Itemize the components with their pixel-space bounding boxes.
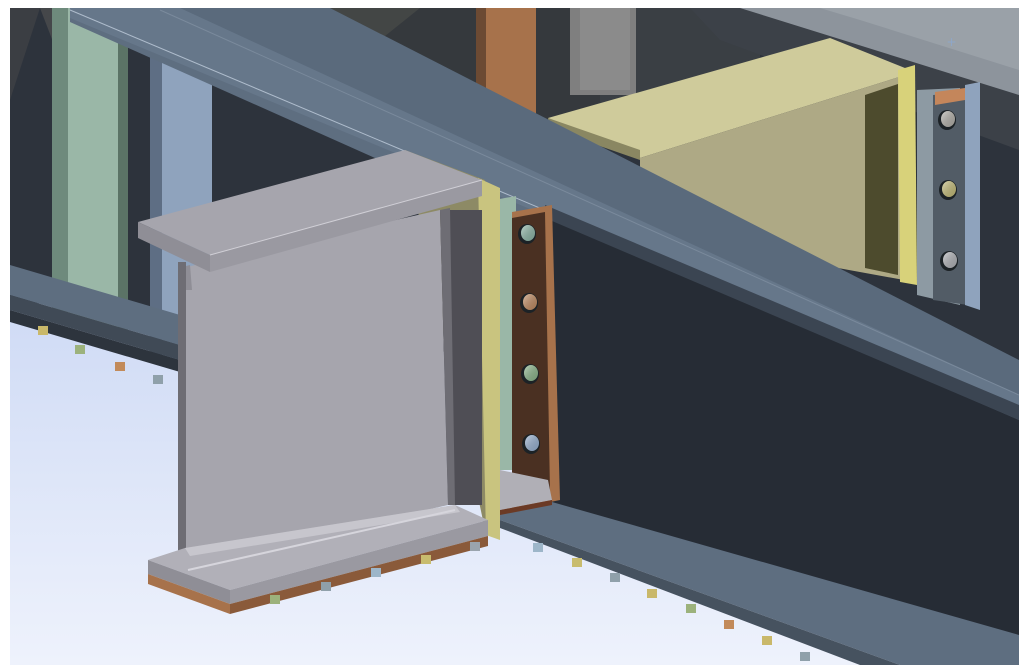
shear-studs-front (270, 542, 480, 604)
bolts-front (518, 224, 540, 454)
background-beam-flange (10, 265, 180, 372)
bolt-1 (518, 224, 536, 244)
bolts-right (938, 110, 958, 271)
left-stiffener-green (52, 8, 128, 333)
foreground-i-beam (138, 150, 488, 614)
shear-studs-girder (533, 543, 810, 661)
bolt-2 (520, 293, 538, 313)
bolt-5 (938, 110, 956, 130)
crosshair-cursor-icon: + (946, 35, 957, 49)
bolt-6 (939, 180, 957, 200)
bolt-4 (522, 434, 540, 454)
shear-studs-left (38, 326, 163, 384)
bolt-3 (521, 364, 539, 384)
bolt-7 (940, 251, 958, 271)
